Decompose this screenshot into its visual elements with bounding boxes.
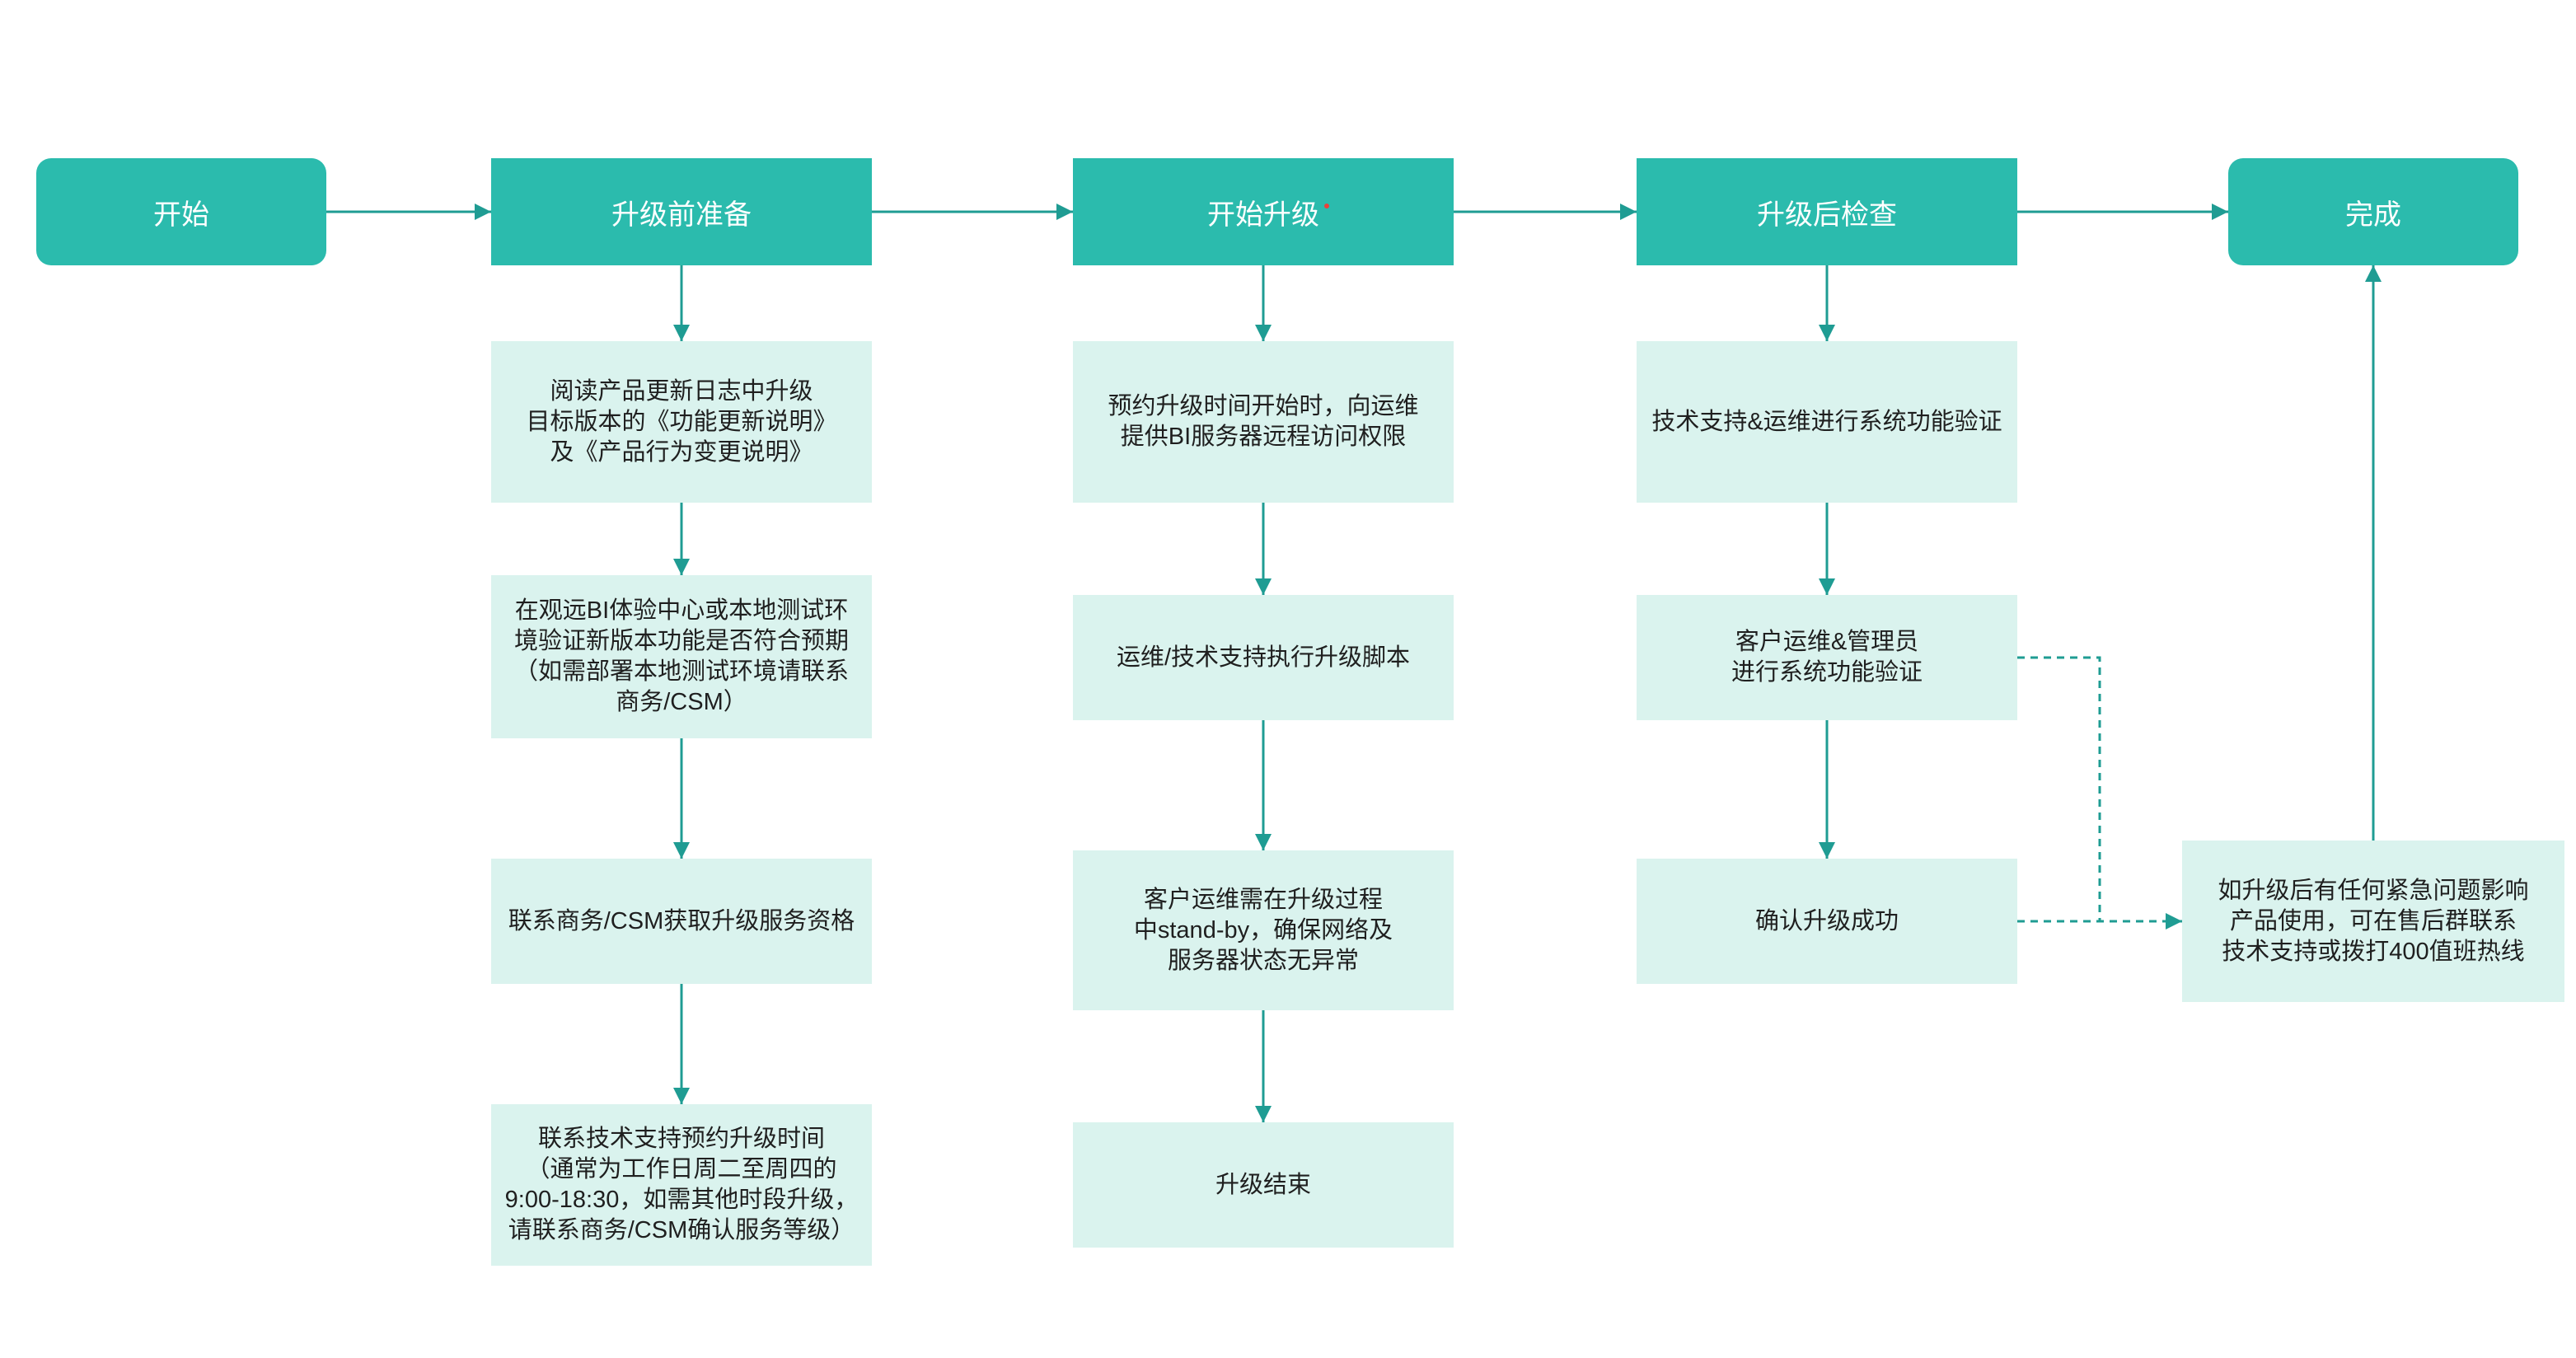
stage-check-label: 升级后检查 bbox=[1757, 199, 1897, 231]
stage-upgrade-label: 开始升级 bbox=[1207, 199, 1319, 231]
prepare-step-3: 联系商务/CSM获取升级服务资格 bbox=[491, 859, 872, 984]
step-line: 联系技术支持预约升级时间 bbox=[537, 1126, 825, 1152]
upgrade-step-1: 预约升级时间开始时，向运维 提供BI服务器远程访问权限 bbox=[1073, 341, 1454, 503]
upgrade-step-4: 升级结束 bbox=[1073, 1122, 1454, 1248]
step-line: 提供BI服务器远程访问权限 bbox=[1120, 424, 1407, 450]
step-line: 商务/CSM） bbox=[616, 689, 747, 715]
step-line: 9:00-18:30，如需其他时段升级， bbox=[504, 1187, 859, 1213]
step-line: 如升级后有任何紧急问题影响 bbox=[2218, 877, 2529, 904]
stage-start-label: 开始 bbox=[153, 199, 209, 231]
step-line: 客户运维需在升级过程 bbox=[1143, 886, 1383, 913]
check-step-3: 确认升级成功 bbox=[1637, 859, 2017, 984]
prepare-step-1: 阅读产品更新日志中升级 目标版本的《功能更新说明》 及《产品行为变更说明》 bbox=[491, 341, 872, 503]
step-line: 技术支持&运维进行系统功能验证 bbox=[1651, 408, 2002, 435]
step-line: 中stand-by，确保网络及 bbox=[1133, 916, 1393, 944]
step-line: 升级结束 bbox=[1215, 1171, 1311, 1198]
red-marker-dot bbox=[1324, 203, 1329, 208]
stage-prepare: 升级前准备 bbox=[491, 158, 872, 265]
dashed-connector-customer-verify-to-note bbox=[2017, 656, 2101, 921]
step-line: 客户运维&管理员 bbox=[1735, 629, 1919, 655]
step-line: 境验证新版本功能是否符合预期 bbox=[513, 628, 849, 654]
stage-done-label: 完成 bbox=[2345, 199, 2401, 231]
stage-prepare-label: 升级前准备 bbox=[611, 199, 752, 231]
step-line: （通常为工作日周二至周四的 bbox=[526, 1156, 837, 1182]
step-line: 运维/技术支持执行升级脚本 bbox=[1116, 644, 1411, 671]
step-line: 技术支持或拨打400值班热线 bbox=[2222, 938, 2525, 965]
step-line: 及《产品行为变更说明》 bbox=[550, 438, 813, 466]
step-line: 目标版本的《功能更新说明》 bbox=[526, 408, 837, 435]
stage-upgrade-wrap: 开始升级 bbox=[1207, 192, 1329, 232]
stage-done: 完成 bbox=[2228, 158, 2518, 265]
stage-check: 升级后检查 bbox=[1637, 158, 2017, 265]
step-line: 请联系商务/CSM确认服务等级） bbox=[508, 1217, 855, 1243]
support-note: 如升级后有任何紧急问题影响 产品使用，可在售后群联系 技术支持或拨打400值班热… bbox=[2182, 841, 2564, 1002]
upgrade-step-3: 客户运维需在升级过程 中stand-by，确保网络及 服务器状态无异常 bbox=[1073, 850, 1454, 1010]
step-line: 服务器状态无异常 bbox=[1167, 947, 1359, 974]
check-step-2: 客户运维&管理员 进行系统功能验证 bbox=[1637, 595, 2017, 720]
step-line: （如需部署本地测试环境请联系 bbox=[513, 658, 849, 685]
prepare-step-2: 在观远BI体验中心或本地测试环 境验证新版本功能是否符合预期 （如需部署本地测试… bbox=[491, 575, 872, 738]
check-step-1: 技术支持&运维进行系统功能验证 bbox=[1637, 341, 2017, 503]
step-line: 产品使用，可在售后群联系 bbox=[2229, 907, 2517, 934]
step-line: 阅读产品更新日志中升级 bbox=[550, 377, 813, 405]
step-line: 确认升级成功 bbox=[1754, 907, 1899, 934]
prepare-step-4: 联系技术支持预约升级时间 （通常为工作日周二至周四的 9:00-18:30，如需… bbox=[491, 1104, 872, 1266]
stage-start: 开始 bbox=[36, 158, 326, 265]
stage-upgrade: 开始升级 bbox=[1073, 158, 1454, 265]
step-line: 联系商务/CSM获取升级服务资格 bbox=[508, 907, 855, 934]
upgrade-step-2: 运维/技术支持执行升级脚本 bbox=[1073, 595, 1454, 720]
step-line: 预约升级时间开始时，向运维 bbox=[1108, 393, 1419, 419]
step-line: 在观远BI体验中心或本地测试环 bbox=[514, 597, 849, 624]
step-line: 进行系统功能验证 bbox=[1731, 659, 1923, 686]
